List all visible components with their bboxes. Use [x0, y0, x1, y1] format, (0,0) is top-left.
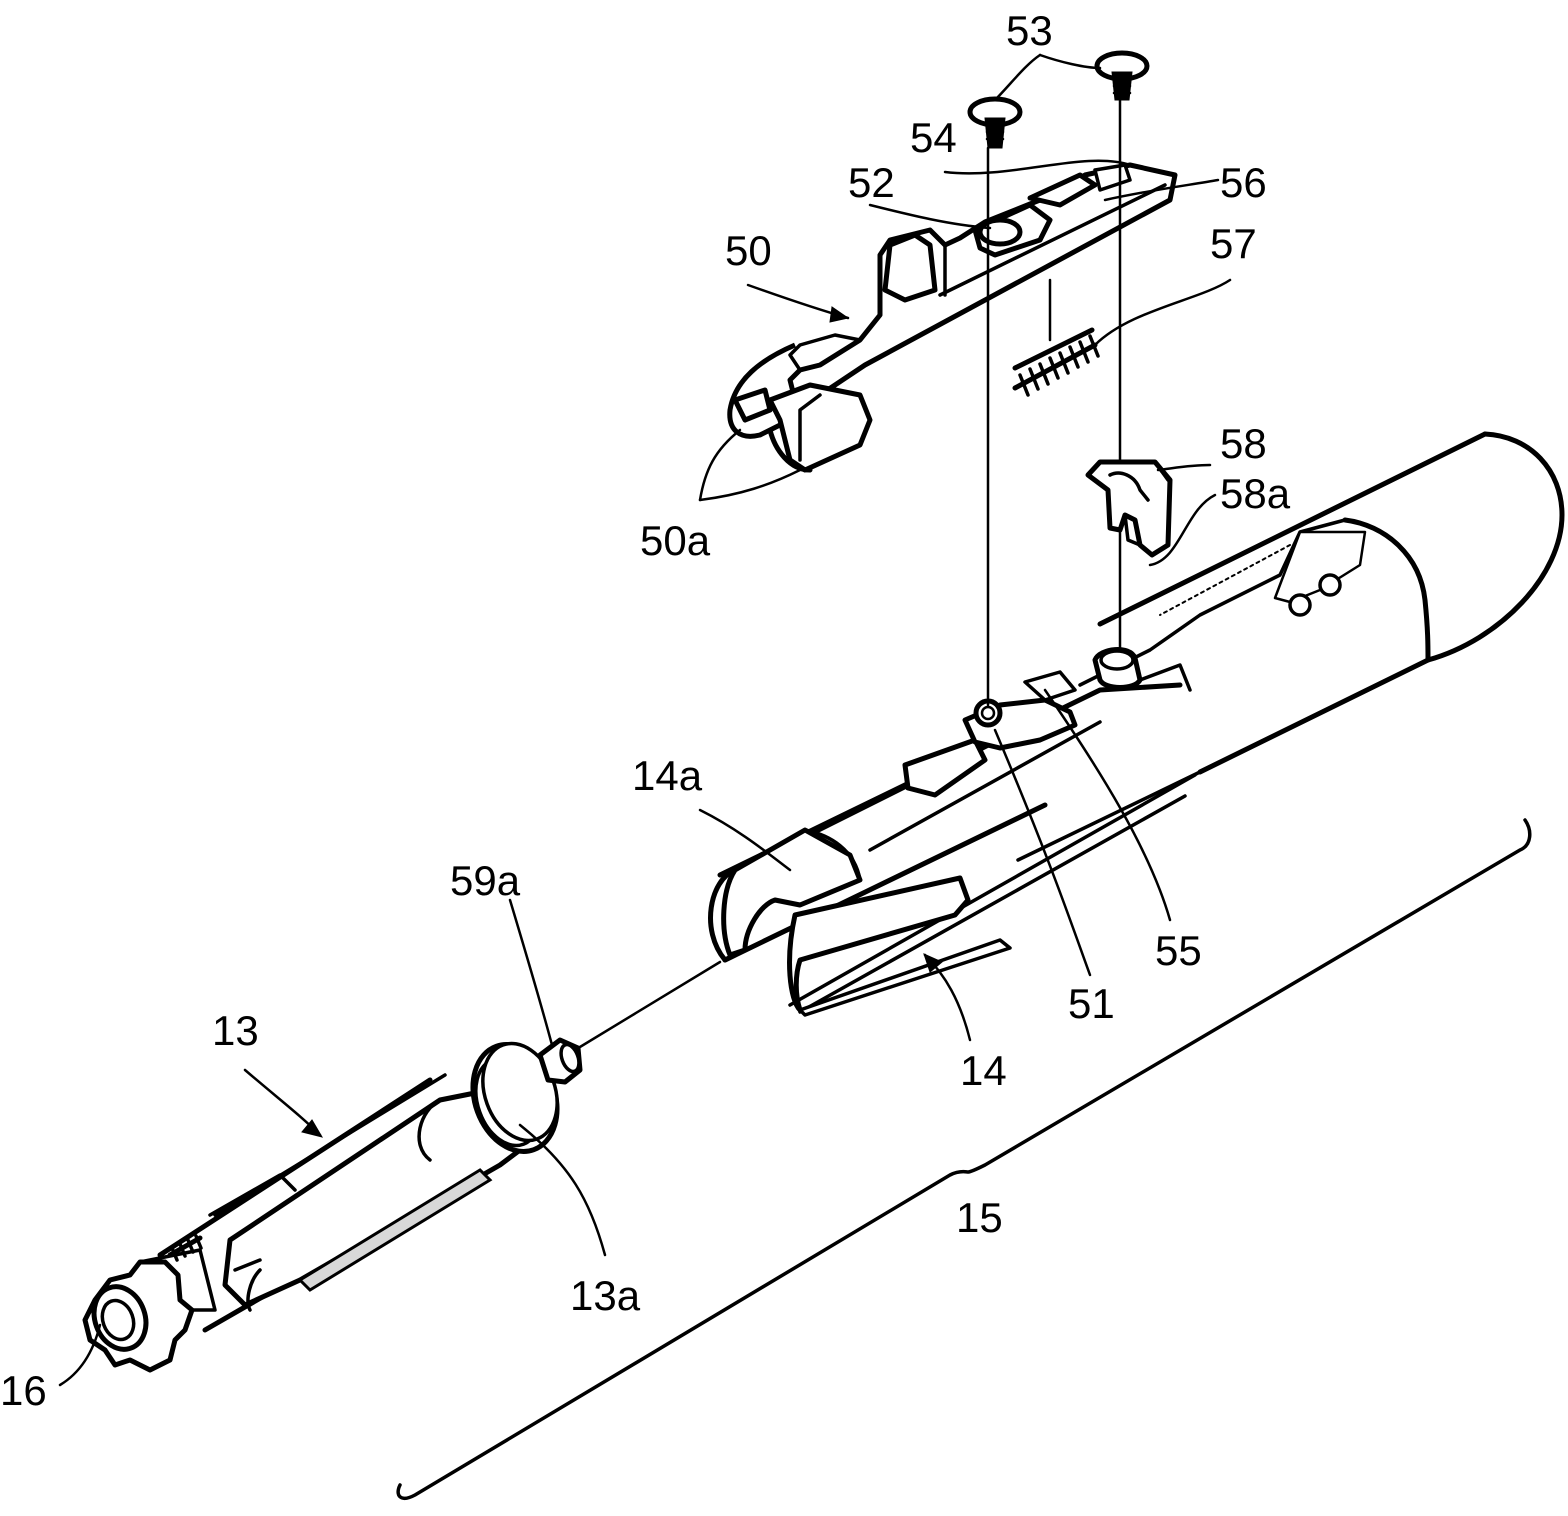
label-16: 16: [0, 1367, 47, 1414]
label-14: 14: [960, 1047, 1007, 1094]
label-58a: 58a: [1220, 470, 1291, 517]
label-57: 57: [1210, 220, 1257, 267]
label-50a: 50a: [640, 517, 711, 564]
label-56: 56: [1220, 159, 1267, 206]
label-51: 51: [1068, 980, 1115, 1027]
label-54: 54: [910, 114, 957, 161]
label-14a: 14a: [632, 752, 703, 799]
screw-53-left: [970, 99, 1020, 148]
gear-16: [85, 1250, 215, 1370]
tube-14: [711, 650, 1195, 1015]
label-13a: 13a: [570, 1272, 641, 1319]
label-55: 55: [1155, 927, 1202, 974]
label-59a: 59a: [450, 857, 521, 904]
label-13: 13: [212, 1007, 259, 1054]
label-50: 50: [725, 227, 772, 274]
clip-58: [1088, 462, 1170, 555]
label-15: 15: [956, 1194, 1003, 1241]
screw-53-right: [1097, 53, 1147, 100]
label-52: 52: [848, 159, 895, 206]
label-58: 58: [1220, 420, 1267, 467]
spring-57: [1015, 330, 1098, 395]
label-53: 53: [1006, 7, 1053, 54]
rail-part-50: [730, 165, 1175, 470]
